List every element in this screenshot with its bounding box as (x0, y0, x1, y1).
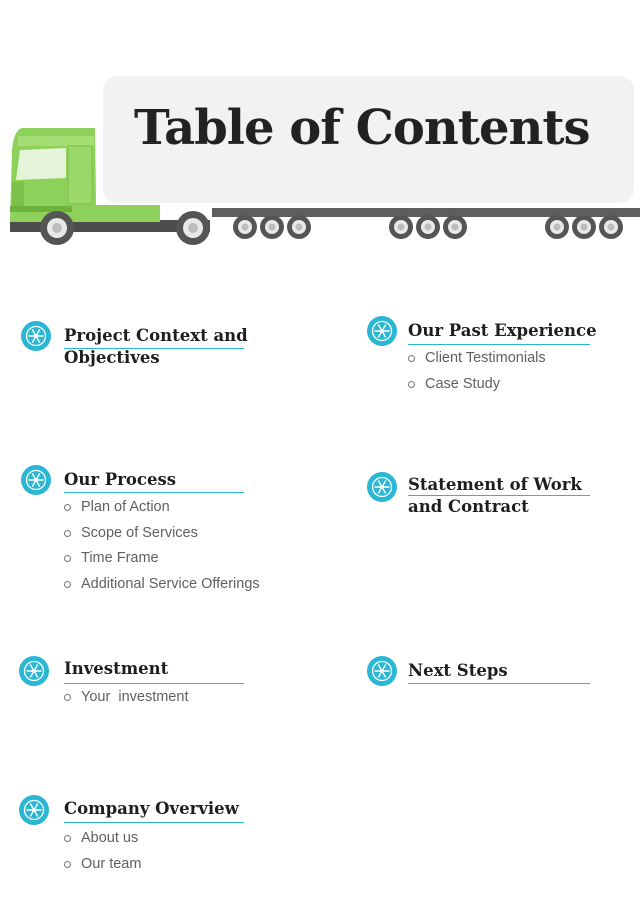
title-banner (103, 76, 634, 203)
section-underline (64, 492, 244, 493)
section-underline (408, 344, 590, 345)
section-items: About us Our team (64, 828, 141, 879)
page-title: Table of Contents (134, 100, 591, 156)
section-title: Next Steps (408, 661, 508, 680)
snowflake-icon (19, 656, 49, 686)
section-items: Your investment (64, 687, 188, 713)
snowflake-icon (367, 656, 397, 686)
section-title: Our Process (64, 470, 177, 489)
section-underline (64, 822, 244, 823)
wheel-icon (40, 211, 74, 245)
section-underline (408, 683, 590, 684)
bullet-icon (408, 380, 415, 388)
list-item: Scope of Services (64, 523, 260, 549)
section-title: Statement of Work and Contract (408, 475, 582, 516)
bullet-icon (64, 555, 71, 562)
bullet-icon (64, 694, 71, 701)
section-underline (64, 683, 244, 684)
bullet-icon (408, 355, 415, 362)
bullet-icon (64, 504, 71, 511)
list-item: Time Frame (64, 548, 260, 574)
wheel-icon (176, 211, 210, 245)
bullet-icon (64, 529, 71, 537)
section-items: Client Testimonials Case Study (408, 348, 546, 399)
section-underline (64, 348, 244, 349)
snowflake-icon (21, 465, 51, 495)
list-item: Your investment (64, 687, 188, 713)
snowflake-icon (19, 795, 49, 825)
list-item: Plan of Action (64, 497, 260, 523)
snowflake-icon (21, 321, 51, 351)
section-items: Plan of Action Scope of Services Time Fr… (64, 497, 260, 599)
section-title: Investment (64, 659, 169, 678)
section-title: Company Overview (64, 799, 239, 818)
list-item: Our team (64, 854, 141, 880)
list-item: About us (64, 828, 141, 854)
bullet-icon (64, 580, 71, 588)
snowflake-icon (367, 472, 397, 502)
truck-illustration (10, 128, 640, 245)
list-item: Client Testimonials (408, 348, 546, 374)
list-item: Case Study (408, 374, 546, 400)
bullet-icon (64, 835, 71, 842)
snowflake-icon (367, 316, 397, 346)
section-title: Project Context and Objectives (64, 326, 248, 367)
bullet-icon (64, 860, 71, 868)
list-item: Additional Service Offerings (64, 574, 260, 600)
section-underline (408, 495, 590, 496)
section-title: Our Past Experience (408, 321, 597, 340)
